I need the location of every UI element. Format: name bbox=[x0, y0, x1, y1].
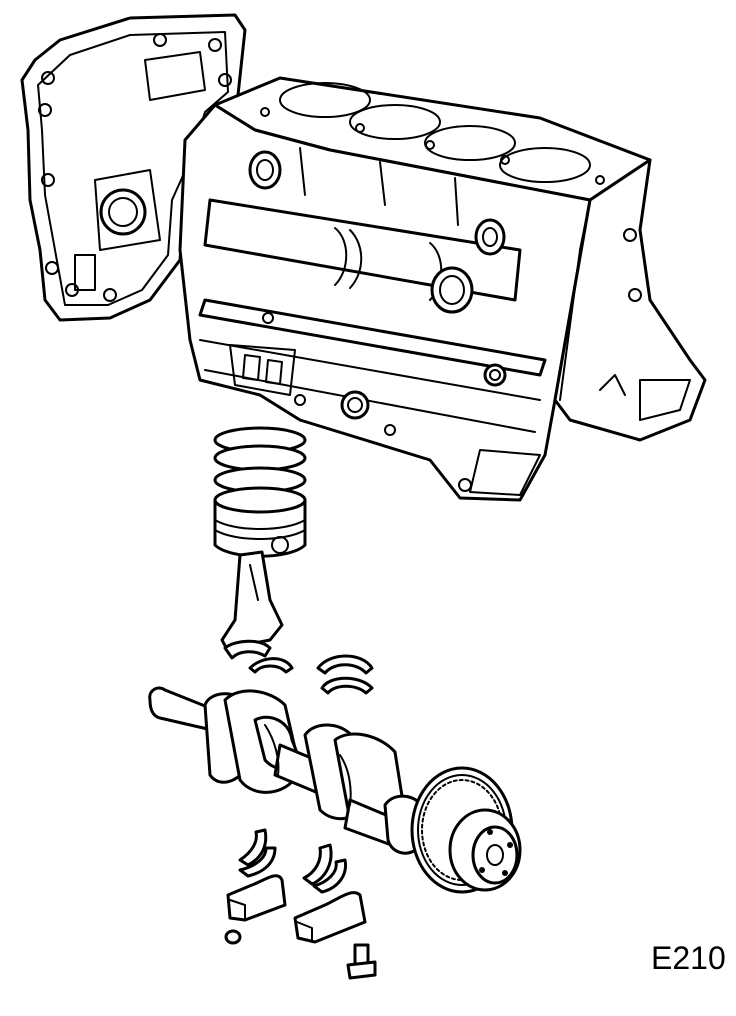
connecting-rod-bearing-shells bbox=[248, 654, 374, 695]
figure-code: E210 bbox=[651, 940, 726, 976]
piston-with-rings bbox=[213, 426, 307, 558]
main-bearing-shells bbox=[238, 828, 348, 894]
crankshaft bbox=[148, 686, 427, 855]
timing-cover bbox=[20, 13, 247, 322]
crankshaft-sprocket bbox=[410, 766, 522, 894]
cylinder-block bbox=[178, 76, 707, 502]
main-bearing-caps bbox=[226, 874, 367, 944]
dowel bbox=[224, 929, 242, 945]
cap-bolt bbox=[346, 943, 377, 980]
connecting-rod bbox=[220, 550, 284, 660]
